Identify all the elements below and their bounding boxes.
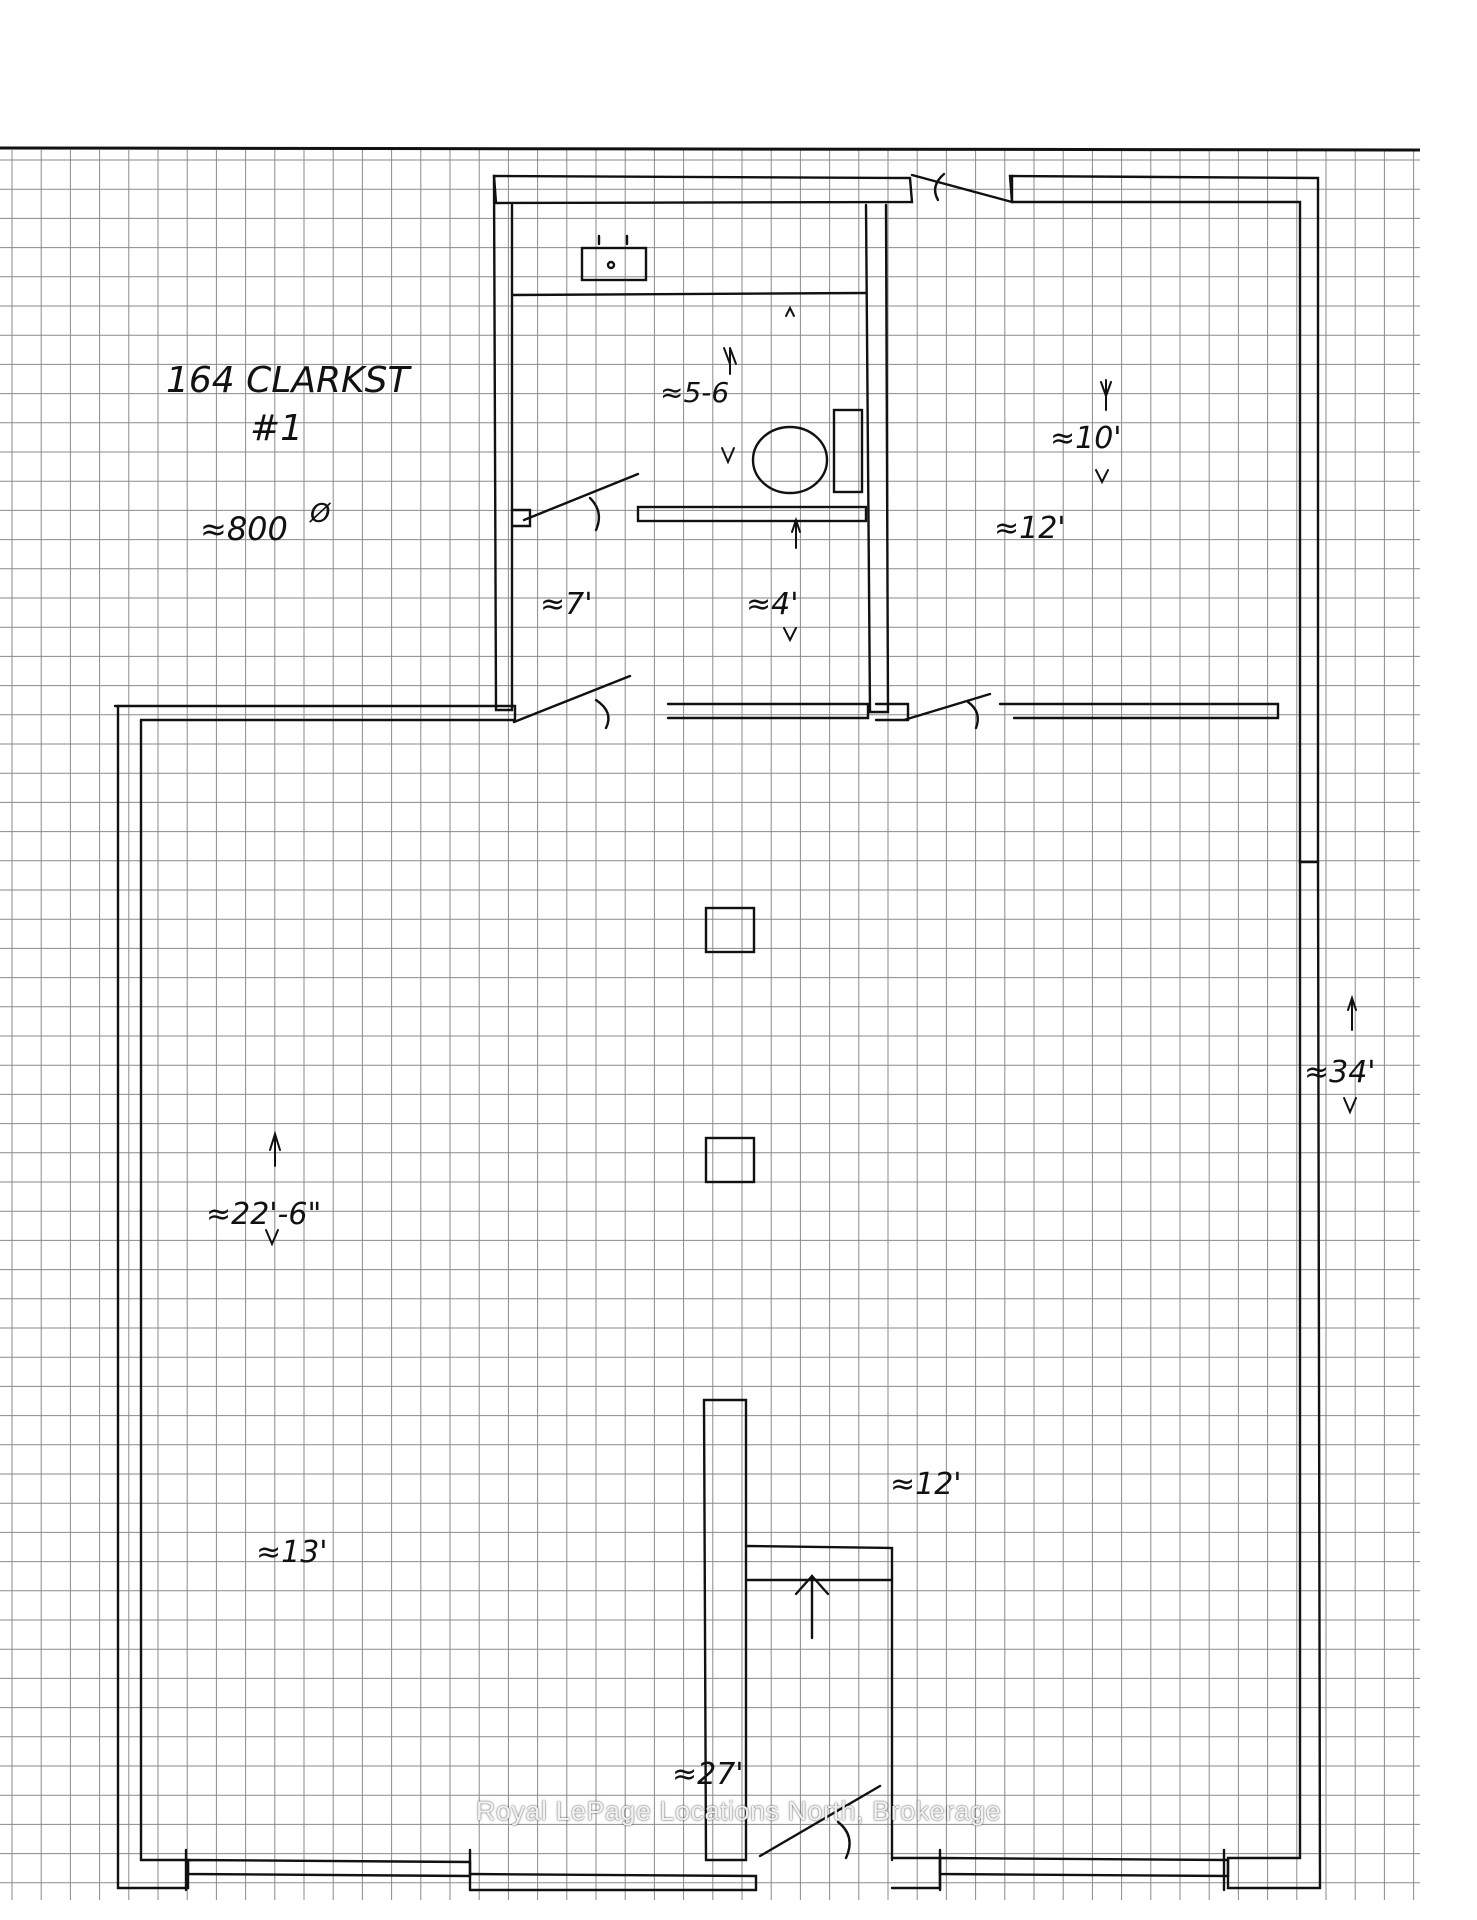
front-door-arc xyxy=(966,700,979,730)
annotations: 164 CLARKST #1 ≈800 Ø ≈5-6 ≈10' ≈12' ≈7'… xyxy=(166,360,1376,1792)
down-arrow xyxy=(1095,469,1109,485)
rear-door-leaf xyxy=(758,1784,882,1858)
stair-enclosure xyxy=(744,1544,894,1862)
up-arrow xyxy=(269,1130,281,1167)
hall-door-arc xyxy=(594,698,610,730)
graph-paper-grid xyxy=(0,150,1420,1900)
address-label: 164 CLARKST xyxy=(166,360,412,401)
sink-fixture xyxy=(580,246,648,282)
front-room-width-label: ≈12' xyxy=(994,511,1066,546)
area-label: ≈800 xyxy=(200,510,288,548)
walls xyxy=(113,172,1322,1892)
rear-partition-wall xyxy=(702,1398,748,1862)
exterior-right-wall xyxy=(1226,858,1322,1890)
door-jamb xyxy=(874,702,910,722)
toilet-bowl xyxy=(751,425,829,495)
entry-door-leaf xyxy=(910,173,1014,204)
front-wall-jamb xyxy=(890,1856,942,1890)
total-depth-label: ≈34' xyxy=(1304,1055,1376,1090)
window-left xyxy=(186,1858,472,1878)
rear-right-width-label: ≈12' xyxy=(890,1467,962,1502)
drain-mark xyxy=(606,260,616,270)
washroom-right-wall xyxy=(864,203,890,714)
unit-label: #1 xyxy=(250,408,303,449)
interior-wall-mid xyxy=(666,702,870,720)
area-unit-label: Ø xyxy=(309,499,332,529)
toilet-tank xyxy=(832,408,864,494)
partition-wall xyxy=(636,505,868,523)
hall-door-leaf xyxy=(512,674,632,724)
up-arrow xyxy=(723,347,737,375)
main-depth-label: ≈22'-6" xyxy=(206,1197,321,1232)
total-width-label: ≈27' xyxy=(672,1757,744,1792)
stair-arrowhead xyxy=(794,1574,830,1596)
interior-wall-right xyxy=(998,702,1280,720)
front-wall-segment xyxy=(468,1872,758,1892)
up-arrow xyxy=(791,516,801,549)
brokerage-watermark: Royal LePage Locations North, Brokerage xyxy=(475,1796,1002,1826)
washroom-left-wall xyxy=(492,174,514,712)
up-arrow xyxy=(1347,994,1357,1031)
support-column xyxy=(704,1136,756,1184)
paper-top-edge xyxy=(0,146,1421,152)
window-right xyxy=(938,1856,1230,1878)
hall-depth-label: ≈4' xyxy=(746,587,798,622)
down-arrow xyxy=(721,447,735,465)
down-arrow xyxy=(1343,1097,1357,1115)
washroom-depth-label: ≈5-6 xyxy=(660,376,729,409)
dimension-arrows xyxy=(265,305,1357,1247)
rear-left-width-label: ≈13' xyxy=(256,1535,328,1570)
interior-wall-left xyxy=(113,704,517,722)
rear-door-arc xyxy=(836,1820,851,1860)
front-room-depth-label: ≈10' xyxy=(1050,421,1122,456)
support-column xyxy=(704,906,756,954)
up-arrow xyxy=(785,305,795,317)
down-arrow xyxy=(783,627,797,643)
washroom-width-label: ≈7' xyxy=(540,587,592,622)
washroom-door-leaf xyxy=(522,472,640,522)
vanity-counter xyxy=(510,291,868,297)
washroom-top-wall xyxy=(492,174,914,205)
exterior-left-wall xyxy=(116,704,190,1890)
down-arrow xyxy=(265,1229,279,1247)
door-swing-arc xyxy=(588,496,601,532)
entry-door-arc xyxy=(933,172,946,202)
front-door-leaf xyxy=(902,692,992,722)
up-arrow xyxy=(1100,379,1112,411)
